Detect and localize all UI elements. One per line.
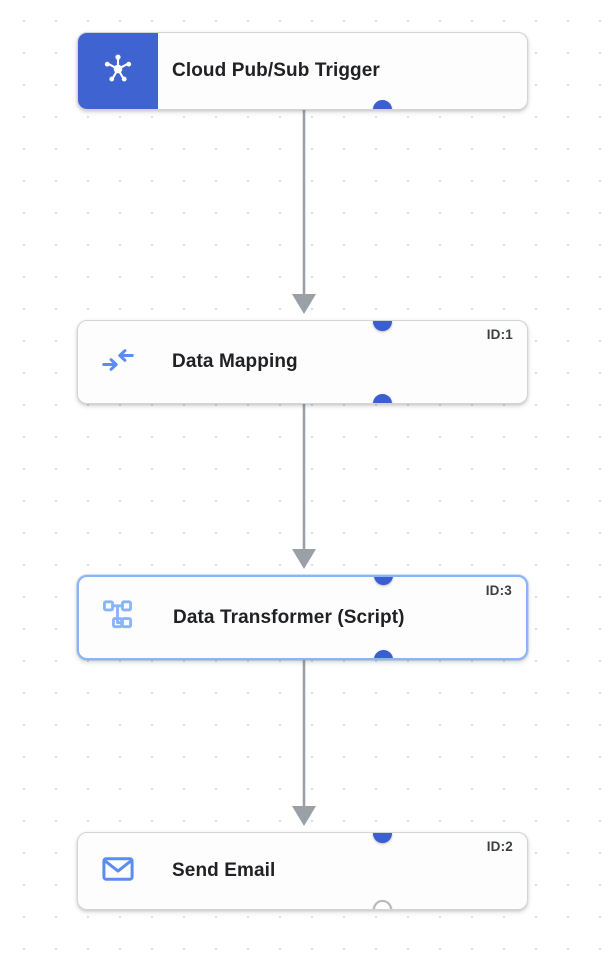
node-title: Cloud Pub/Sub Trigger — [172, 60, 380, 81]
node-output-port[interactable] — [373, 650, 393, 658]
account-tree-icon — [101, 597, 137, 638]
node-icon-slot — [78, 833, 158, 909]
node-title: Data Mapping — [172, 351, 298, 372]
workflow-node-send-email[interactable]: Send Email ID:2 — [77, 832, 528, 910]
node-icon-slot — [78, 321, 158, 403]
envelope-icon — [100, 851, 136, 892]
node-title: Send Email — [172, 860, 276, 881]
workflow-node-data-mapping[interactable]: Data Mapping ID:1 — [77, 320, 528, 404]
node-body: Data Transformer (Script) ID:3 — [159, 577, 526, 658]
workflow-node-cloud-pubsub-trigger[interactable]: Cloud Pub/Sub Trigger — [77, 32, 528, 110]
node-id-label: ID:3 — [485, 583, 512, 598]
edge-data-transformer-to-send-email — [292, 660, 316, 826]
merge-arrows-icon — [100, 342, 136, 383]
pubsub-hub-icon — [101, 52, 135, 91]
node-body: Data Mapping ID:1 — [158, 321, 527, 403]
node-output-port[interactable] — [372, 899, 392, 909]
node-body: Cloud Pub/Sub Trigger — [158, 33, 527, 109]
edge-data-mapping-to-data-transformer — [292, 404, 316, 569]
workflow-node-data-transformer-script[interactable]: Data Transformer (Script) ID:3 — [77, 575, 528, 660]
node-icon-slot — [79, 577, 159, 658]
node-icon-plate — [78, 33, 158, 109]
node-body: Send Email ID:2 — [158, 833, 527, 909]
node-id-label: ID:1 — [486, 327, 513, 342]
node-id-label: ID:2 — [486, 839, 513, 854]
node-title: Data Transformer (Script) — [173, 606, 405, 628]
edge-trigger-to-data-mapping — [292, 110, 316, 314]
